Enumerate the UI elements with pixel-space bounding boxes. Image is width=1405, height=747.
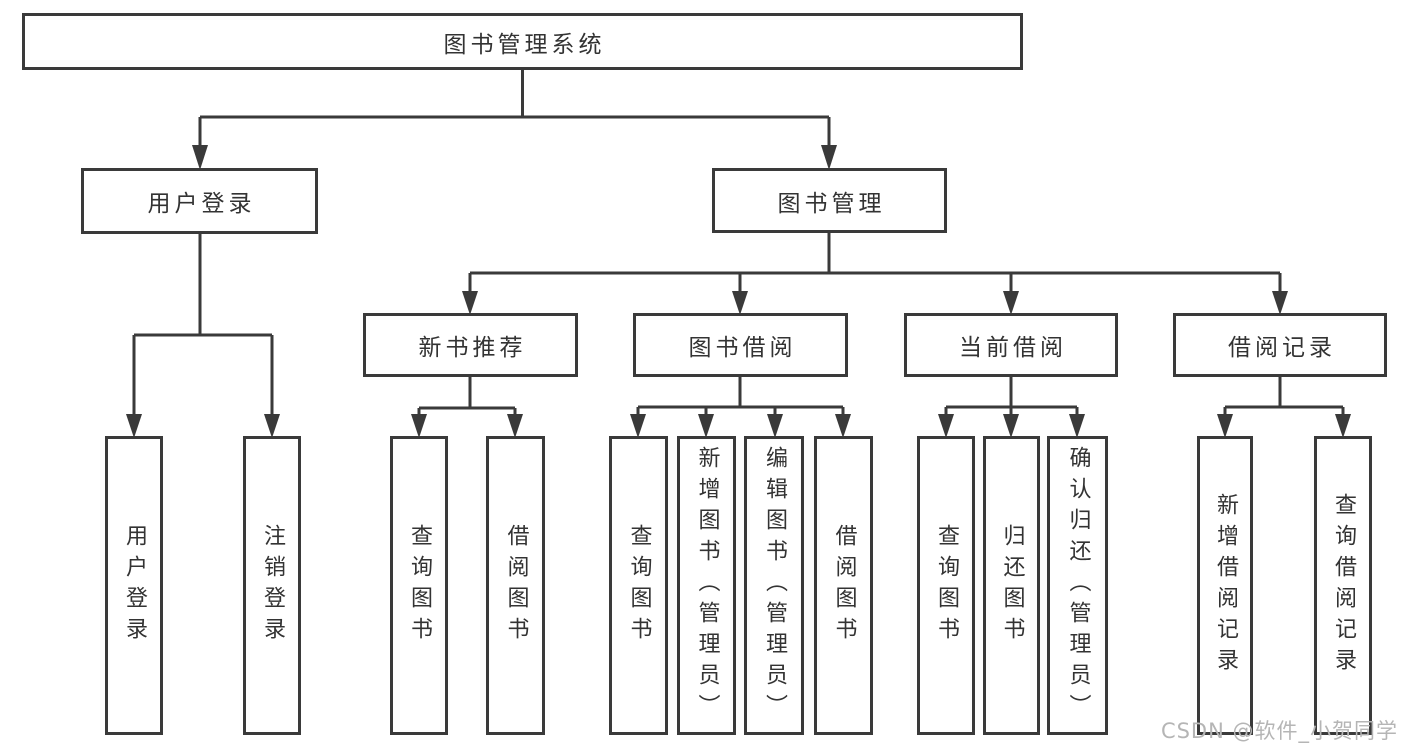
arrowheads [126, 145, 1351, 438]
leaf-newbook-query-books-label: 查询图书 [407, 523, 432, 648]
leaf-current-query-books-label: 查询图书 [934, 523, 959, 648]
node-user-login-label: 用户登录 [147, 191, 256, 217]
arrow-icon [507, 414, 523, 438]
leaf-logout: 注销登录 [243, 436, 301, 735]
node-root-label: 图书管理系统 [443, 31, 606, 58]
node-book-management: 图书管理 [712, 168, 947, 233]
node-book-borrow-label: 图书借阅 [688, 335, 797, 361]
leaf-newbook-borrow-books: 借阅图书 [486, 436, 545, 735]
connector-borrow-records [1223, 377, 1345, 416]
connector-book-mgmt [468, 233, 1282, 293]
leaf-records-query-record-label: 查询借阅记录 [1331, 492, 1356, 679]
arrow-icon [1003, 414, 1019, 438]
node-root: 图书管理系统 [22, 13, 1023, 70]
leaf-borrow-borrow-books: 借阅图书 [814, 436, 873, 735]
node-current-borrow: 当前借阅 [904, 313, 1118, 377]
arrow-icon [698, 414, 714, 438]
node-borrow-records: 借阅记录 [1173, 313, 1387, 377]
leaf-current-query-books: 查询图书 [917, 436, 975, 735]
arrow-icon [462, 291, 478, 315]
arrow-icon [630, 414, 646, 438]
leaf-borrow-add-books-admin: 新增图书（管理员） [677, 436, 736, 735]
arrow-icon [1003, 291, 1019, 315]
arrow-icon [411, 414, 427, 438]
leaf-user-login-label: 用户登录 [122, 523, 147, 648]
connector-user-login [132, 234, 274, 416]
connector-root-trunk [198, 70, 831, 148]
leaf-records-add-record: 新增借阅记录 [1197, 436, 1253, 735]
connector-current-borrow [944, 377, 1079, 416]
leaf-borrow-edit-books-admin: 编辑图书（管理员） [744, 436, 804, 735]
leaf-borrow-query-books: 查询图书 [609, 436, 668, 735]
leaf-user-login: 用户登录 [105, 436, 163, 735]
leaf-current-confirm-return-admin-label: 确认归还（管理员） [1065, 446, 1091, 725]
arrow-icon [1217, 414, 1233, 438]
node-book-borrow: 图书借阅 [633, 313, 848, 377]
connector-book-borrow [636, 377, 845, 416]
leaf-records-query-record: 查询借阅记录 [1314, 436, 1372, 735]
watermark: CSDN @软件_小贺同学 [1160, 719, 1398, 743]
leaf-logout-label: 注销登录 [260, 523, 285, 648]
leaf-records-add-record-label: 新增借阅记录 [1213, 492, 1238, 679]
arrow-icon [835, 414, 851, 438]
arrow-icon [1069, 414, 1085, 438]
node-new-book-recommend-label: 新书推荐 [418, 335, 527, 361]
node-new-book-recommend: 新书推荐 [363, 313, 578, 377]
node-book-management-label: 图书管理 [777, 190, 886, 217]
leaf-current-return-books: 归还图书 [983, 436, 1040, 735]
arrow-icon [732, 291, 748, 315]
arrow-icon [192, 145, 208, 170]
arrow-icon [1272, 291, 1288, 315]
connector-new-book [417, 377, 517, 416]
node-user-login: 用户登录 [81, 168, 318, 234]
node-borrow-records-label: 借阅记录 [1228, 335, 1336, 361]
leaf-borrow-add-books-admin-label: 新增图书（管理员） [694, 446, 720, 725]
leaf-newbook-borrow-books-label: 借阅图书 [503, 523, 529, 648]
leaf-current-return-books-label: 归还图书 [999, 523, 1025, 648]
arrow-icon [938, 414, 954, 438]
leaf-borrow-query-books-label: 查询图书 [626, 523, 652, 648]
leaf-newbook-query-books: 查询图书 [390, 436, 448, 735]
arrow-icon [821, 145, 837, 170]
leaf-borrow-edit-books-admin-label: 编辑图书（管理员） [762, 446, 787, 725]
arrow-icon [767, 414, 783, 438]
arrow-icon [1335, 414, 1351, 438]
leaf-borrow-borrow-books-label: 借阅图书 [831, 523, 857, 648]
arrow-icon [126, 414, 142, 438]
arrow-icon [264, 414, 280, 438]
node-current-borrow-label: 当前借阅 [959, 335, 1067, 361]
leaf-current-confirm-return-admin: 确认归还（管理员） [1047, 436, 1108, 735]
